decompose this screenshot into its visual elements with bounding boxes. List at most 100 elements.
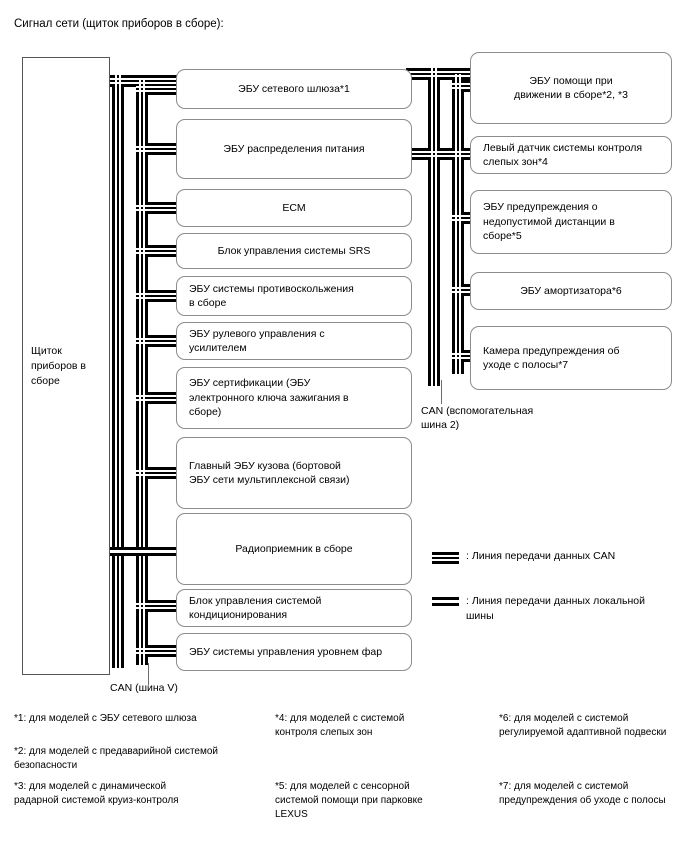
stub-air-conditioning-control-unit xyxy=(136,609,184,612)
node-certification-ecu[interactable]: ЭБУ сертификации (ЭБУ электронного ключа… xyxy=(176,367,412,429)
can-riser-joint-5 xyxy=(145,335,148,392)
can-riser-joint-3-gap xyxy=(139,245,141,290)
stub-main-body-ecu-gap xyxy=(136,474,184,476)
can-riser-joint-4-gap xyxy=(139,290,141,335)
legend-item-can-bus: : Линия передачи данных CAN xyxy=(432,549,682,564)
can-riser-joint-3-gap xyxy=(143,245,145,290)
node-label: ЭБУ рулевого управления с усилителем xyxy=(189,327,325,355)
stub-air-conditioning-control-unit-gap xyxy=(136,603,184,605)
can-riser-joint-2 xyxy=(145,202,148,245)
local-bus-radio-receiver xyxy=(106,547,192,550)
stub-network-gateway-ecu-gap xyxy=(136,90,184,92)
stub-air-conditioning-control-unit xyxy=(136,600,184,603)
node-label: ЭБУ предупреждения о недопустимой дистан… xyxy=(483,201,615,243)
stub-distance-warning-ecu-gap xyxy=(452,219,478,221)
can-trunk-v-main xyxy=(117,75,119,668)
can-riser-joint-8-gap xyxy=(139,600,141,645)
can-right-blindspot-feed-gap xyxy=(406,155,466,157)
can-trunk-v-right-gap xyxy=(431,68,433,386)
stub-power-steering-ecu-gap xyxy=(136,338,184,340)
stub-srs-control-unit xyxy=(136,250,184,252)
stub-skid-control-ecu xyxy=(136,290,184,293)
can-aux2-tick xyxy=(441,380,442,404)
legend-item-local-bus: : Линия передачи данных локальной шины xyxy=(432,594,682,623)
stub-lane-departure-camera xyxy=(452,359,478,362)
can-riser-joint-1-gap xyxy=(139,143,141,202)
stub-skid-control-ecu xyxy=(136,299,184,302)
can-v-label: CAN (шина V) xyxy=(110,682,178,694)
node-label: ECM xyxy=(282,201,306,214)
footnote-6: *6: для моделей с системой регулируемой … xyxy=(499,713,667,738)
node-skid-control-ecu[interactable]: ЭБУ системы противоскольжения в сборе xyxy=(176,276,412,316)
stub-power-distribution-ecu xyxy=(136,148,184,150)
node-ecm[interactable]: ECM xyxy=(176,189,412,227)
can-trunk-v-main-gap xyxy=(115,75,117,668)
can-riser-joint-3 xyxy=(136,245,139,290)
can-riser-joint-0-gap xyxy=(143,83,145,143)
node-distance-warning-ecu[interactable]: ЭБУ предупреждения о недопустимой дистан… xyxy=(470,190,672,254)
can-trunk-v-right-gap xyxy=(435,68,437,386)
node-power-distribution-ecu[interactable]: ЭБУ распределения питания xyxy=(176,119,412,179)
can-riser-joint-1 xyxy=(136,143,139,202)
stub-power-distribution-ecu-gap xyxy=(136,146,184,148)
can-right-blindspot-feed-gap xyxy=(406,151,466,153)
legend-label: : Линия передачи данных локальной шины xyxy=(466,595,645,622)
node-label: Щиток приборов в сборе xyxy=(31,344,86,387)
stub-absorber-ecu xyxy=(452,293,478,296)
node-instrument-cluster-assembly[interactable]: Щиток приборов в сборе xyxy=(22,57,110,675)
node-driving-support-ecu[interactable]: ЭБУ помощи при движении в сборе*2, *3 xyxy=(470,52,672,124)
stub-distance-warning-ecu-gap xyxy=(452,215,478,217)
can-riser-joint-8 xyxy=(136,600,139,645)
footnote-7: *7: для моделей с системой предупреждени… xyxy=(499,781,666,806)
stub-lane-departure-camera-gap xyxy=(452,357,478,359)
local-bus-radio-receiver xyxy=(106,553,192,556)
can-riser-joint-7-gap xyxy=(139,467,141,547)
can-trunk-v-right xyxy=(433,68,435,386)
node-headlight-leveling-ecu[interactable]: ЭБУ системы управления уровнем фар xyxy=(176,633,412,671)
can-trunk-v-right xyxy=(428,68,431,386)
can-trunk-v-right xyxy=(437,68,440,386)
stub-headlight-leveling-ecu-gap xyxy=(136,648,184,650)
stub-network-gateway-ecu xyxy=(136,83,184,86)
stub-air-conditioning-control-unit-gap xyxy=(136,607,184,609)
stub-ecm-gap xyxy=(136,205,184,207)
stub-network-gateway-ecu xyxy=(136,88,184,90)
footnote-5: *5: для моделей с сенсорной системой пом… xyxy=(275,781,423,820)
can-riser-joint-4-gap xyxy=(143,290,145,335)
stub-skid-control-ecu-gap xyxy=(136,297,184,299)
can-v-tick xyxy=(148,663,149,685)
stub-skid-control-ecu xyxy=(136,295,184,297)
can-aux2-label: CAN (вспомогательная шина 2) xyxy=(421,405,534,431)
can-riser-joint-3 xyxy=(141,245,143,290)
node-network-gateway-ecu[interactable]: ЭБУ сетевого шлюза*1 xyxy=(176,69,412,109)
stub-skid-control-ecu-gap xyxy=(136,293,184,295)
stub-ecm xyxy=(136,211,184,214)
node-radio-receiver-assembly[interactable]: Радиоприемник в сборе xyxy=(176,513,412,585)
can-riser-joint-1-gap xyxy=(143,143,145,202)
can-riser-v-right xyxy=(461,74,464,374)
can-riser-joint-6-gap xyxy=(143,392,145,467)
node-left-blind-spot-sensor[interactable]: Левый датчик системы контроля слепых зон… xyxy=(470,136,672,174)
stub-certification-ecu-gap xyxy=(136,395,184,397)
node-power-steering-ecu[interactable]: ЭБУ рулевого управления с усилителем xyxy=(176,322,412,360)
node-main-body-ecu[interactable]: Главный ЭБУ кузова (бортовой ЭБУ сети му… xyxy=(176,437,412,509)
node-air-conditioning-control-unit[interactable]: Блок управления системой кондиционирован… xyxy=(176,589,412,627)
stub-srs-control-unit xyxy=(136,245,184,248)
node-lane-departure-camera[interactable]: Камера предупреждения об уходе с полосы*… xyxy=(470,326,672,390)
legend-label: : Линия передачи данных CAN xyxy=(466,550,616,562)
stub-certification-ecu xyxy=(136,397,184,399)
node-absorber-ecu[interactable]: ЭБУ амортизатора*6 xyxy=(470,272,672,310)
stub-absorber-ecu xyxy=(452,284,478,287)
can-riser-joint-2-gap xyxy=(143,202,145,245)
can-riser-joint-2 xyxy=(136,202,139,245)
node-label: Левый датчик системы контроля слепых зон… xyxy=(483,141,643,169)
can-riser-joint-6 xyxy=(136,392,139,467)
stub-distance-warning-ecu xyxy=(452,212,478,215)
stub-ecm-gap xyxy=(136,209,184,211)
can-right-top-feed xyxy=(406,73,482,75)
node-srs-control-unit[interactable]: Блок управления системы SRS xyxy=(176,233,412,269)
stub-power-distribution-ecu-gap xyxy=(136,150,184,152)
can-riser-joint-2-gap xyxy=(139,202,141,245)
node-label: Радиоприемник в сборе xyxy=(235,542,353,555)
